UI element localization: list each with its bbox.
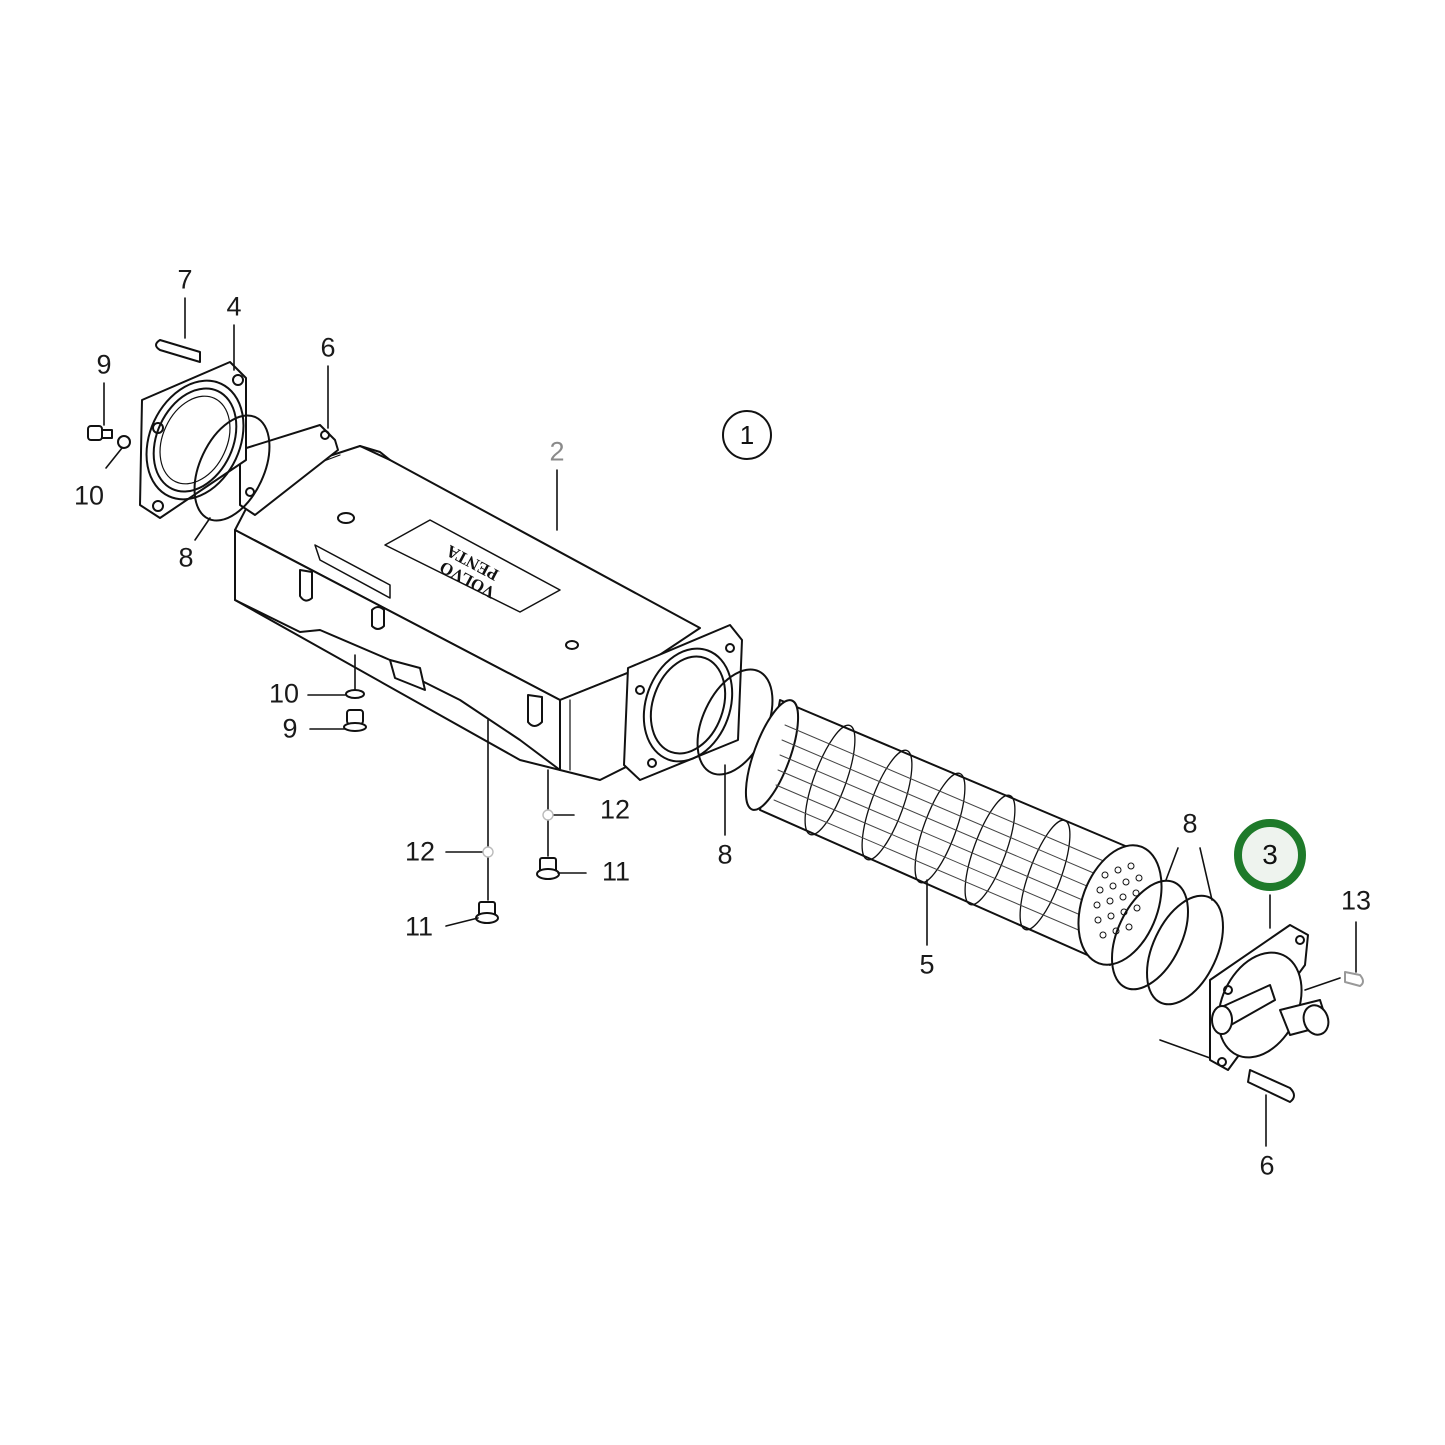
callout-12[interactable]: 12: [404, 836, 436, 867]
end-cover-part[interactable]: [128, 361, 262, 519]
selected-part-badge[interactable]: 3: [1234, 819, 1306, 891]
callout-11[interactable]: 11: [601, 856, 631, 887]
callout-8[interactable]: 8: [178, 542, 194, 573]
screw-part-7[interactable]: [155, 339, 201, 363]
callout-4[interactable]: 4: [226, 291, 242, 322]
screw-part-6[interactable]: [1247, 1069, 1295, 1103]
housing-part[interactable]: VOLVO PENTA: [234, 424, 747, 781]
callout-11[interactable]: 11: [404, 911, 434, 942]
callout-2[interactable]: 2: [549, 436, 565, 467]
o-ring-part[interactable]: [1096, 869, 1203, 1001]
o-ring-part[interactable]: [1131, 884, 1238, 1016]
callout-10[interactable]: 10: [268, 678, 300, 709]
reference-label: 1: [739, 419, 755, 450]
callout-7[interactable]: 7: [177, 264, 193, 295]
cover-part-3[interactable]: [1202, 924, 1332, 1071]
bolt-part-9[interactable]: [343, 689, 367, 732]
brand-plate: [384, 519, 561, 613]
assembly-reference-badge: 1: [722, 410, 772, 460]
o-ring-part[interactable]: [179, 404, 284, 533]
callout-9[interactable]: 9: [282, 713, 298, 744]
callout-5[interactable]: 5: [919, 949, 935, 980]
drain-plug-part[interactable]: [475, 857, 560, 924]
selected-part-label: 3: [1262, 839, 1278, 870]
tube-bundle-part[interactable]: [735, 694, 1177, 976]
callout-10[interactable]: 10: [73, 480, 105, 511]
callout-6[interactable]: 6: [1259, 1150, 1275, 1181]
callout-12[interactable]: 12: [599, 794, 631, 825]
callout-13[interactable]: 13: [1340, 885, 1372, 916]
callout-6[interactable]: 6: [320, 332, 336, 363]
bolt-part-9[interactable]: [87, 425, 131, 449]
screw-part-13[interactable]: [1344, 971, 1364, 987]
callout-8[interactable]: 8: [717, 839, 733, 870]
callout-9[interactable]: 9: [96, 349, 112, 380]
callout-8[interactable]: 8: [1182, 808, 1198, 839]
